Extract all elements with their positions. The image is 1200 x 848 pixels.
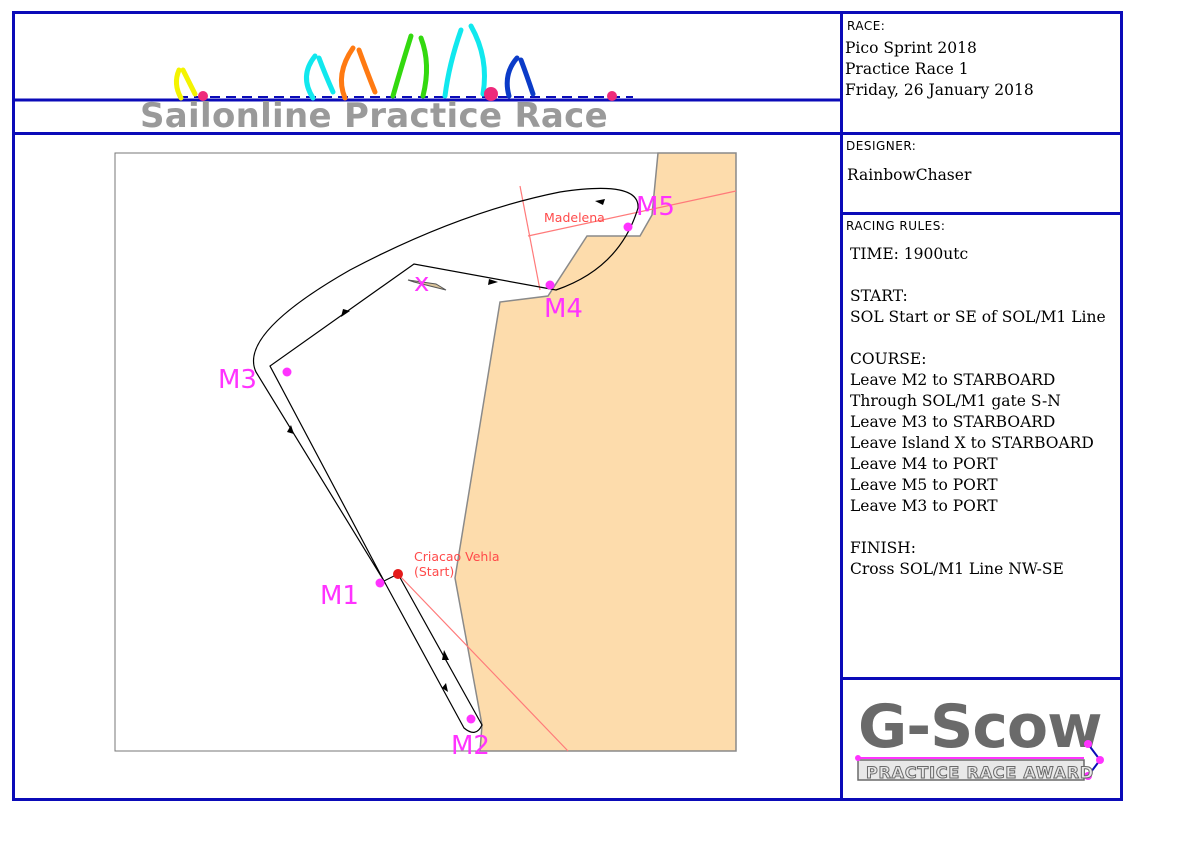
mark-m2-dot: [466, 714, 476, 724]
mark-m3-label: M3: [218, 365, 257, 395]
designer-name: RainbowChaser: [847, 166, 972, 184]
bearing-line-start: [397, 573, 569, 752]
mark-m2-label: M2: [451, 731, 490, 761]
mark-m5-label: M5: [636, 192, 675, 222]
rule-line: Leave M4 to PORT: [850, 455, 998, 473]
course-map: x Criacao Vehla (Start) Madelena M1 M2 M…: [114, 152, 737, 761]
logo-subtitle: PRACTICE RACE AWARD: [865, 763, 1095, 783]
sail-green: [390, 33, 429, 99]
race-divider: [840, 132, 1123, 135]
rules-list: TIME: 1900utc START: SOL Start or SE of …: [850, 244, 1106, 580]
rules-divider: [840, 677, 1123, 680]
rule-line: [850, 265, 1106, 286]
route-arrow: [488, 279, 498, 285]
sail-blue: [504, 55, 536, 99]
designer-divider: [840, 212, 1123, 215]
banner-title: Sailonline Practice Race: [140, 96, 608, 136]
start-label-sub: (Start): [414, 564, 454, 579]
logo-dot: [855, 755, 861, 761]
bearing-line-madelena: [519, 185, 541, 291]
mark-m4-dot: [545, 280, 555, 290]
mark-m1-dot: [375, 578, 385, 588]
page-frame: [12, 11, 1123, 801]
rule-line: [850, 328, 1106, 349]
route-arrow: [595, 199, 605, 205]
banner-dot-1: [198, 91, 208, 101]
race-number: Practice Race 1: [845, 60, 969, 78]
rules-label: RACING RULES:: [846, 219, 946, 233]
logo-graphic: [855, 740, 1104, 781]
rule-line: FINISH:: [850, 539, 916, 557]
banner-dot-2: [484, 87, 498, 101]
island-label: x: [414, 268, 429, 298]
bearing-line-east: [527, 190, 737, 237]
rule-line: COURSE:: [850, 350, 927, 368]
logo-dot: [1096, 756, 1104, 764]
mark-m4-label: M4: [544, 294, 583, 324]
mark-m5-dot: [623, 222, 633, 232]
race-label: RACE:: [847, 19, 886, 33]
rule-line: [850, 517, 1106, 538]
rule-line: Leave M5 to PORT: [850, 476, 998, 494]
rule-line: TIME: 1900utc: [850, 245, 969, 263]
sail-cyan-2: [442, 23, 487, 99]
land-area: [454, 152, 737, 752]
banner-dot-3: [607, 91, 617, 101]
sails-icon: [173, 23, 536, 101]
race-name: Pico Sprint 2018: [845, 39, 977, 57]
rule-line: Leave M2 to STARBOARD: [850, 371, 1056, 389]
rule-line: Leave M3 to STARBOARD: [850, 413, 1056, 431]
start-waypoint: [393, 569, 403, 579]
race-date: Friday, 26 January 2018: [845, 81, 1034, 99]
course-route: [252, 187, 639, 733]
sail-yellow: [173, 67, 198, 101]
rule-line: Leave Island X to STARBOARD: [850, 434, 1094, 452]
sail-orange: [338, 45, 378, 101]
route-arrow: [287, 425, 294, 434]
logo-ribbon: [857, 759, 1085, 781]
banner-graphic: [13, 23, 840, 102]
rule-line: START:: [850, 287, 908, 305]
logo-dot: [1084, 772, 1092, 780]
rule-line: SOL Start or SE of SOL/M1 Line: [850, 308, 1106, 326]
madelena-label: Madelena: [544, 210, 605, 225]
route-arrow: [442, 650, 449, 660]
mark-m1-label: M1: [320, 581, 359, 611]
sail-cyan: [304, 53, 336, 101]
header-divider: [12, 132, 842, 135]
rule-line: Through SOL/M1 gate S-N: [850, 392, 1061, 410]
route-arrow: [442, 683, 448, 692]
designer-label: DESIGNER:: [846, 139, 917, 153]
sidebar-divider: [840, 11, 843, 801]
logo-title: G-Scow: [858, 692, 1103, 762]
island-shape: [407, 279, 447, 291]
route-arrow: [341, 309, 350, 317]
rule-line: Leave M3 to PORT: [850, 497, 998, 515]
start-label: Criacao Vehla: [414, 549, 499, 564]
logo-dot: [1084, 740, 1092, 748]
rule-line: Cross SOL/M1 Line NW-SE: [850, 560, 1064, 578]
mark-m3-dot: [282, 367, 292, 377]
